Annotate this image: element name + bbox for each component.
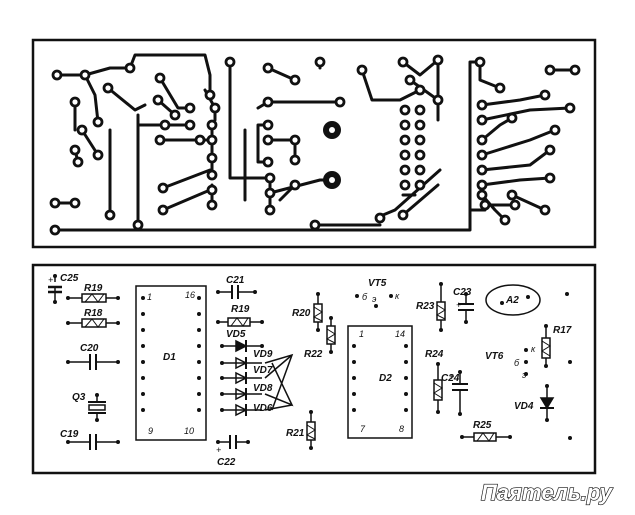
d1-pin-16: 16 [185,290,195,300]
resistor-r19-mid [218,317,262,327]
resistor-r17 [541,326,551,366]
label-r25: R25 [473,420,492,431]
label-r20: R20 [292,308,311,319]
label-c20: C20 [80,343,99,354]
label-d2: D2 [379,373,392,384]
d1-pin-9: 9 [148,426,153,436]
site-watermark: Паяmель.ру [481,480,614,505]
resistor-r20 [312,294,323,330]
copper-traces [53,53,577,232]
diode-vd4 [539,386,555,420]
vt6-pin-e: э [522,370,527,380]
diode-vd6 [222,403,262,417]
label-r19-mid: R19 [231,304,250,315]
label-a2: A2 [505,295,519,306]
label-c25: C25 [60,273,79,284]
component-labels: C25 R19 R18 C20 Q3 C19 D1 C21 R19 VD5 VD… [60,273,572,468]
vt5-pin-k: к [395,291,400,301]
label-c24: C24 [441,373,460,384]
d2-pin-1: 1 [359,329,364,339]
diode-crossing-wires [264,353,294,411]
chip-d1-body [135,285,207,441]
label-vt5: VT5 [368,278,387,289]
label-r17: R17 [553,325,572,336]
capacitor-c22 [218,435,248,449]
label-c22: C22 [217,457,236,468]
d2-pin-8: 8 [399,424,404,434]
vt5-pin-b: б [362,292,368,302]
label-d1: D1 [163,352,176,363]
diode-vd5 [222,339,262,353]
c23-plus: + [456,300,461,310]
c24-plus: + [449,372,454,382]
resistor-r23 [435,284,446,330]
label-vd8: VD8 [253,383,273,394]
diode-vd8 [222,387,262,401]
buzzer-a2-body [485,284,541,316]
label-vd7: VD7 [253,365,273,376]
pin-numbers: 1 16 9 10 1 14 7 8 [147,290,405,436]
label-r23: R23 [416,301,435,312]
label-vd4: VD4 [514,401,534,412]
label-vd9: VD9 [253,349,273,360]
diode-vd9 [222,356,262,370]
label-c23: C23 [453,287,472,298]
label-c21: C21 [226,275,245,286]
vt6-pin-b: б [514,358,520,368]
label-vd5: VD5 [226,329,246,340]
label-r19-left: R19 [84,283,103,294]
label-c19: C19 [60,429,79,440]
label-r22: R22 [304,349,323,360]
resistor-r25 [462,432,510,442]
diode-vd7 [222,371,262,385]
large-mounting-pads [323,121,341,189]
resistor-r18 [68,318,118,328]
vt6-pin-k: к [531,344,536,354]
c22-plus: + [216,445,221,455]
resistor-r21 [305,412,316,448]
polarity-marks: + + + + [48,275,461,455]
resistor-r24 [433,364,443,412]
label-r21: R21 [286,428,305,439]
c25-plus: + [48,275,53,285]
capacitor-c20 [68,354,118,370]
crystal-q3 [88,395,106,420]
d1-pin-1: 1 [147,292,152,302]
d2-pin-7: 7 [360,424,366,434]
component-pads [53,274,572,450]
resistor-r22 [325,318,336,352]
transistor-pin-marks: б э к к б э [362,291,536,380]
solder-pads [49,54,581,236]
label-vt6: VT6 [485,351,504,362]
label-q3: Q3 [72,392,86,403]
component-layout-panel [31,263,597,475]
capacitor-c21 [218,285,255,299]
d1-pin-10: 10 [184,426,194,436]
chip-d2-body [347,325,413,439]
capacitor-c19 [68,434,118,450]
resistor-r19-left [68,293,118,303]
capacitor-c24 [452,372,468,414]
label-vd6: VD6 [253,403,273,414]
label-r18: R18 [84,308,103,319]
pcb-trace-panel [31,38,597,249]
vt5-pin-e: э [372,294,377,304]
d2-pin-14: 14 [395,329,405,339]
label-r24: R24 [425,349,444,360]
